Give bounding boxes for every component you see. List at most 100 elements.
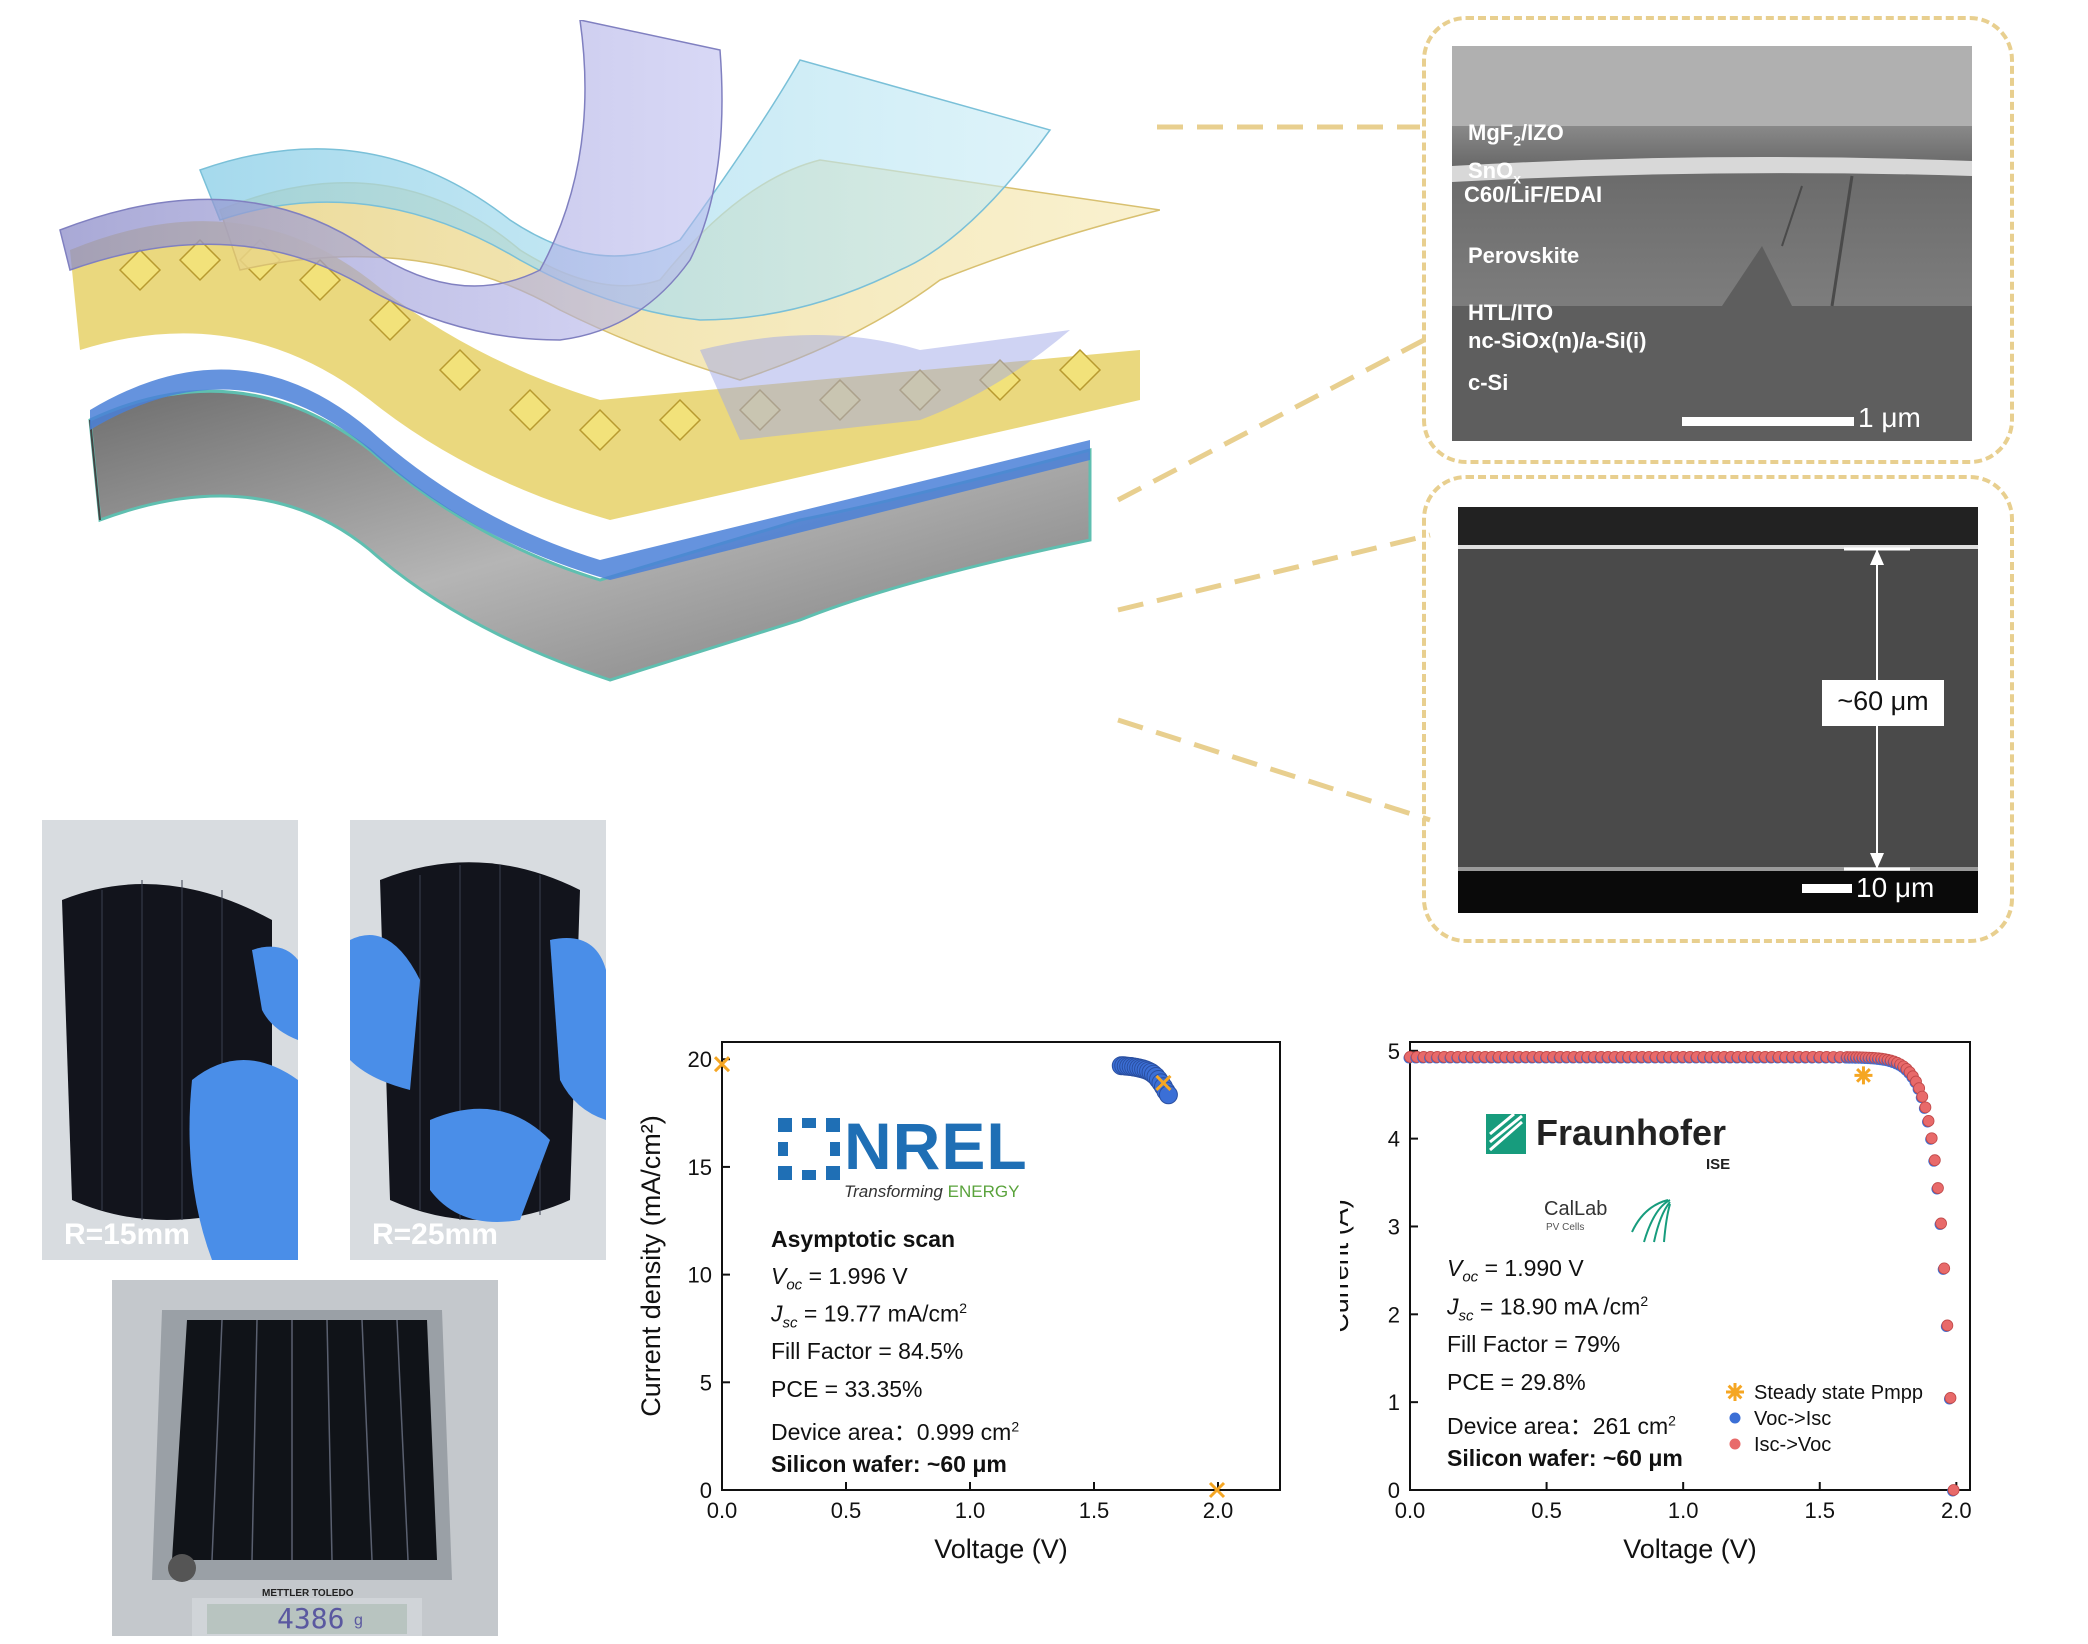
- fraunhofer-y-tick-label: 0: [1388, 1478, 1400, 1503]
- legend-dot-icon: [1729, 1412, 1741, 1424]
- fraunhofer-isc-voc-point: [1935, 1217, 1947, 1230]
- sem-top-scalebar: [1682, 417, 1854, 426]
- scale-reading: 4386: [277, 1602, 345, 1635]
- nrel-scan-type: Asymptotic scan: [771, 1226, 956, 1252]
- nrel-x-marker: [1155, 1074, 1172, 1091]
- fraunhofer-device-area: Device area：261 cm2: [1447, 1412, 1676, 1439]
- sem-label-c60: C60/LiF/EDAI: [1464, 182, 1603, 207]
- nrel-fill-factor: Fill Factor = 84.5%: [771, 1338, 964, 1364]
- photo-caption-25mm: R=25mm: [372, 1218, 498, 1251]
- fraunhofer-isc-voc-point: [1932, 1182, 1944, 1194]
- fraunhofer-logo-sub: ISE: [1706, 1156, 1731, 1173]
- sem-top-frame: [1422, 16, 2014, 464]
- fraunhofer-pce: PCE = 29.8%: [1447, 1369, 1586, 1395]
- scale-brand: METTLER TOLEDO: [262, 1588, 354, 1599]
- nrel-y-tick-label: 10: [688, 1263, 712, 1288]
- fraunhofer-x-tick-label: 1.5: [1804, 1498, 1835, 1523]
- fraunhofer-isc-voc-point: [1925, 1132, 1938, 1145]
- fraunhofer-silicon-wafer: Silicon wafer: ~60 μm: [1447, 1445, 1683, 1471]
- photo-wafer-on-scale: METTLER TOLEDO 4386 g: [112, 1280, 498, 1636]
- sem-bottom-scale-label: 10 μm: [1856, 872, 1935, 903]
- nrel-y-tick-label: 15: [688, 1155, 712, 1180]
- fraunhofer-y-tick-label: 4: [1388, 1127, 1400, 1152]
- legend-entry-label: Isc->Voc: [1754, 1434, 1831, 1456]
- cyan-film-layer: [199, 59, 1052, 321]
- photo-caption-15mm: R=15mm: [64, 1218, 190, 1251]
- nrel-silicon-wafer: Silicon wafer: ~60 μm: [771, 1451, 1007, 1477]
- nrel-logo-tagline: Transforming ENERGY: [844, 1182, 1020, 1201]
- fraunhofer-y-tick-label: 5: [1388, 1039, 1400, 1064]
- nrel-x-tick-label: 0.5: [831, 1498, 862, 1523]
- fraunhofer-isc-voc-point: [1928, 1154, 1941, 1167]
- photo-bent-15mm: R=15mm: [42, 820, 298, 1260]
- legend-entry-label: Voc->Isc: [1754, 1408, 1831, 1430]
- legend-pmpp-icon: [1726, 1383, 1744, 1401]
- nrel-x-tick-label: 1.0: [955, 1498, 986, 1523]
- sem-top-scale-label: 1 μm: [1858, 402, 1921, 433]
- fraunhofer-isc-voc-point: [1922, 1115, 1935, 1127]
- fraunhofer-voc: Voc = 1.990 V: [1447, 1255, 1584, 1286]
- nrel-x-tick-label: 1.5: [1079, 1498, 1110, 1523]
- tandem-cell-schematic: [59, 20, 1160, 682]
- nrel-y-tick-label: 0: [700, 1478, 712, 1503]
- sem-label-nc-siox: nc-SiOx(n)/a-Si(i): [1468, 328, 1647, 353]
- fraunhofer-plot-frame: [1409, 1041, 1971, 1491]
- fraunhofer-logo: Fraunhofer ISE: [1486, 1112, 1746, 1174]
- nrel-logo-mark-icon: [778, 1118, 840, 1180]
- fraunhofer-x-tick-label: 0.5: [1531, 1498, 1562, 1523]
- fraunhofer-x-tick-label: 0.0: [1395, 1498, 1426, 1523]
- fraunhofer-y-tick-label: 3: [1388, 1214, 1400, 1239]
- scale-unit: g: [354, 1612, 363, 1629]
- nrel-logo-text: NREL: [844, 1109, 1028, 1183]
- photo-bent-25mm: R=25mm: [350, 820, 606, 1260]
- nrel-device-area: Device area：0.999 cm2: [771, 1418, 1020, 1445]
- fraunhofer-isc-voc-point: [1938, 1262, 1951, 1275]
- nrel-jsc: Jsc = 19.77 mA/cm2: [771, 1300, 968, 1332]
- nrel-x-axis-title: Voltage (V): [934, 1534, 1068, 1564]
- fraunhofer-isc-voc-point: [1947, 1484, 1960, 1496]
- fraunhofer-y-tick-label: 2: [1388, 1302, 1400, 1327]
- top-electrode-layer: [59, 20, 723, 341]
- sem-bottom-frame: [1422, 475, 2014, 943]
- nrel-x-marker: [1208, 1481, 1226, 1499]
- fraunhofer-isc-voc-point: [1944, 1392, 1957, 1404]
- legend-dot-icon: [1729, 1438, 1741, 1450]
- nrel-voc: Voc = 1.996 V: [771, 1263, 908, 1294]
- sem-label-perovskite: Perovskite: [1468, 243, 1580, 268]
- sem-top-image: [1452, 46, 1972, 441]
- callab-logo: CalLab PV Cells: [1544, 1198, 1674, 1248]
- sem-label-c-si: c-Si: [1468, 370, 1509, 395]
- sem-label-mgf2: MgF2/IZO: [1468, 120, 1564, 149]
- nrel-x-tick-label: 2.0: [1203, 1498, 1234, 1523]
- fraunhofer-isc-voc-point: [1941, 1319, 1954, 1332]
- sem-bottom-image: [1458, 507, 1978, 913]
- fraunhofer-isc-voc-point: [1916, 1090, 1929, 1103]
- nrel-logo: NREL Transforming ENERGY: [778, 1109, 1058, 1204]
- nrel-y-axis-title: Current density (mA/cm²): [640, 1115, 666, 1417]
- sem-bottom-scalebar: [1802, 884, 1852, 893]
- callab-logo-sub: PV Cells: [1546, 1222, 1585, 1233]
- nrel-pce: PCE = 33.35%: [771, 1376, 923, 1402]
- callab-logo-text: CalLab: [1544, 1198, 1608, 1220]
- sem-label-htl-ito: HTL/ITO: [1468, 300, 1554, 325]
- nrel-y-tick-label: 5: [700, 1370, 712, 1395]
- fraunhofer-pmpp-marker: [1854, 1066, 1873, 1085]
- blue-interface-layer: [90, 369, 1090, 580]
- fraunhofer-x-tick-label: 2.0: [1941, 1498, 1972, 1523]
- fraunhofer-jsc: Jsc = 18.90 mA /cm2: [1447, 1293, 1649, 1325]
- nrel-y-tick-label: 20: [688, 1047, 712, 1072]
- sem-label-snox: SnOx: [1468, 158, 1522, 187]
- fraunhofer-y-axis-title: Current (A): [1340, 1199, 1354, 1333]
- nrel-x-tick-label: 0.0: [707, 1498, 738, 1523]
- sem-bottom-thickness-label: ~60 μm: [1837, 686, 1929, 716]
- fraunhofer-y-tick-label: 1: [1388, 1390, 1400, 1415]
- perovskite-lattice-layer: [70, 221, 1140, 521]
- nrel-plot-frame: [721, 1041, 1281, 1491]
- fraunhofer-x-axis-title: Voltage (V): [1623, 1534, 1757, 1564]
- lower-film-layer: [700, 330, 1070, 440]
- fraunhofer-isc-voc-point: [1919, 1101, 1932, 1114]
- legend-entry-label: Steady state Pmpp: [1754, 1382, 1923, 1404]
